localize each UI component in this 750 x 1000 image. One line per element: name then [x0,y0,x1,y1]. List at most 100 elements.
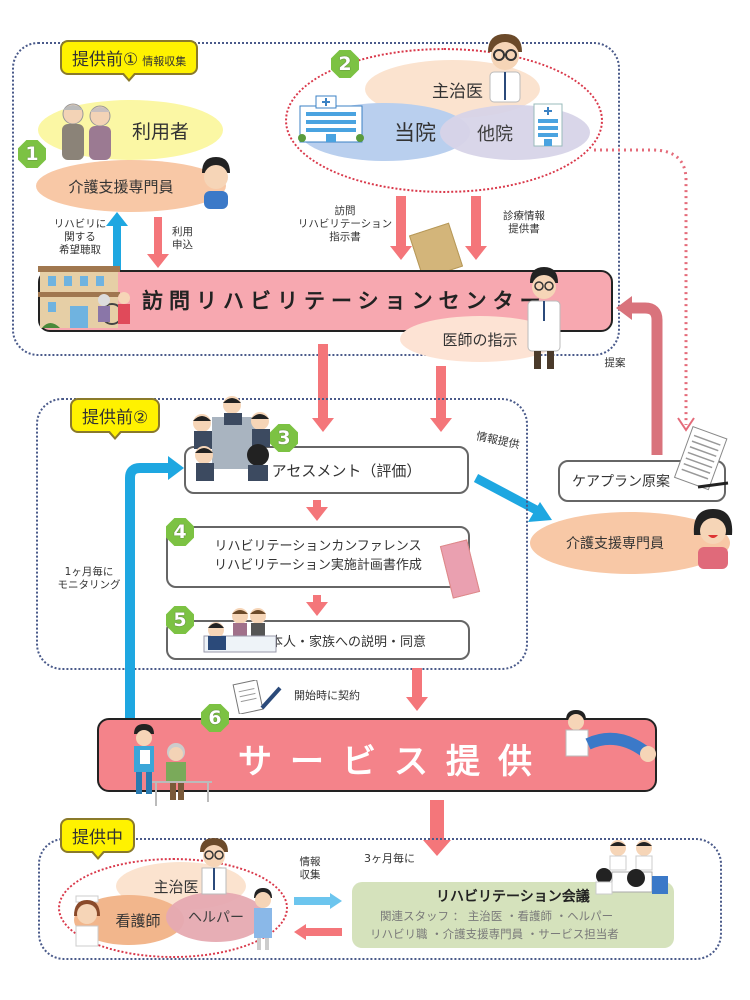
hospital-building-icon [298,95,364,143]
hearing-label: リハビリに 関する 希望聴取 [53,218,107,257]
hearing-up-arrow-head [106,212,128,226]
care-facility-icon [38,266,130,328]
meeting-group-icon [193,396,270,481]
step5-badge: 5 [166,606,194,634]
apply-down-arrow [154,217,162,255]
rehab-center-label: 訪問リハビリテーションセンター [142,289,547,313]
info-collect-arrow-head [330,893,342,909]
doctor-instruction-arrow-head [430,418,452,432]
attending-doctor-icon [488,34,522,103]
every-3-months-label: 3ヶ月毎に [364,852,415,865]
nurse-icon [74,895,100,947]
doctor-instruction-label: 医師の指示 [442,330,518,349]
step3-badge: 3 [270,424,298,452]
instruction-doc-arrow [396,196,406,248]
stage1-container [12,42,620,356]
center-doctor-icon [527,267,561,369]
monitoring-label: 1ヶ月毎に モニタリング [57,566,121,592]
rehab-meeting-box [352,882,674,948]
stage1-tag-main: 提供前① [72,50,139,70]
conference-to-consent-arrow-head [306,602,328,616]
center-to-assessment-arrow-head [312,418,334,432]
nurse-label: 看護師 [115,911,161,930]
service-to-meeting-arrow-head [423,840,451,856]
service-label: サービス提供 [238,742,550,782]
consent-label: 本人・家族への説明・同意 [269,634,426,650]
contract-icon [232,680,282,714]
step1-badge: 1 [18,140,46,168]
info-collect-label: 情報 収集 [299,856,321,882]
medical-info-label: 診療情報 提供書 [503,210,545,236]
family-explanation-icon [203,608,277,653]
stage1-tag-sub: 情報収集 [142,55,187,68]
care-manager-ellipse: 介護支援専門員 [36,160,226,212]
conference-to-consent-arrow [313,595,321,603]
stage3-tag: 提供中 [60,818,135,860]
info-provide-arrow [473,474,552,522]
feedback-arrow [306,928,342,936]
our-hospital-label: 当院 [394,121,436,145]
medical-info-arrow-head [465,246,487,260]
attending-doctor-label: 主治医 [432,81,483,102]
care-plan-dotted-arrow [594,148,695,432]
service-to-meeting-arrow [430,800,444,842]
consent-to-service-arrow-head [406,697,428,711]
assessment-to-conference-arrow-head [306,507,328,521]
service-band [97,718,657,792]
stage3-container [38,838,722,960]
info-collect-arrow [294,897,330,905]
hearing-up-arrow [113,222,121,270]
stage3-tag-main: 提供中 [72,828,123,848]
hospital-group-outline [285,48,603,193]
assessment-to-conference-arrow [313,500,321,508]
doctor-instruction-arrow [436,366,446,420]
other-hospital-label: 他院 [477,123,513,145]
other-hospital-ellipse: 他院 [440,105,590,160]
stage2-container [36,398,528,670]
feedback-arrow-head [294,924,306,940]
monitoring-arrow [125,456,184,726]
rehab-meeting-staff-line1: 関連スタッフ ： 主治医 ・看護師 ・ヘルパー [380,909,614,923]
rehab-meeting-staff-line2: リハビリ職 ・介護支援専門員 ・サービス担当者 [370,927,619,941]
step4-badge: 4 [166,518,194,546]
meeting-staff-icon [595,840,668,895]
user-label: 利用者 [131,120,189,143]
conference-line2: リハビリテーション実施計画書作成 [214,558,422,573]
conference-box: リハビリテーションカンファレンス リハビリテーション実施計画書作成 [166,526,470,588]
helper-icon [254,888,272,950]
proposal-arrow [616,296,663,455]
document-icon [673,425,729,491]
assessment-label: アセスメント（評価） [271,461,422,480]
helper-ellipse: ヘルパー [166,892,266,942]
walking-assist-icon [134,724,212,806]
care-team-outline [58,858,288,958]
therapist-stretch-icon [565,710,656,762]
step6-badge: 6 [201,704,229,732]
stage2-tag-main: 提供前② [82,408,149,428]
conference-line1: リハビリテーションカンファレンス [214,539,422,555]
apply-label: 利用 申込 [172,226,193,252]
stage3-doctor-label: 主治医 [153,877,199,896]
proposal-label: 提案 [604,357,626,369]
care-manager-woman-label: 介護支援専門員 [566,536,664,552]
rehab-meeting-title: リハビリテーション会議 [436,889,590,905]
elderly-couple-icon [62,103,111,160]
assessment-box: アセスメント（評価） [184,446,469,494]
other-hospital-building-icon [533,103,563,147]
instruction-doc-label: 訪問 リハビリテーション 指示書 [297,205,393,244]
medical-info-arrow [471,196,481,248]
care-plan-draft-label: ケアプラン原案 [572,474,670,490]
center-to-assessment-arrow [318,344,328,420]
stage3-doctor-icon [200,838,228,895]
consent-to-service-arrow [412,668,422,698]
stage2-tag: 提供前② [70,398,161,440]
care-manager-man-icon [202,157,230,209]
contract-label: 開始時に契約 [294,689,360,702]
care-manager-woman-icon [693,509,733,569]
apply-down-arrow-head [147,254,169,268]
instruction-doc-arrow-head [390,246,412,260]
care-manager-label: 介護支援専門員 [68,177,174,196]
step2-badge: 2 [331,50,359,78]
helper-label: ヘルパー [188,910,244,926]
